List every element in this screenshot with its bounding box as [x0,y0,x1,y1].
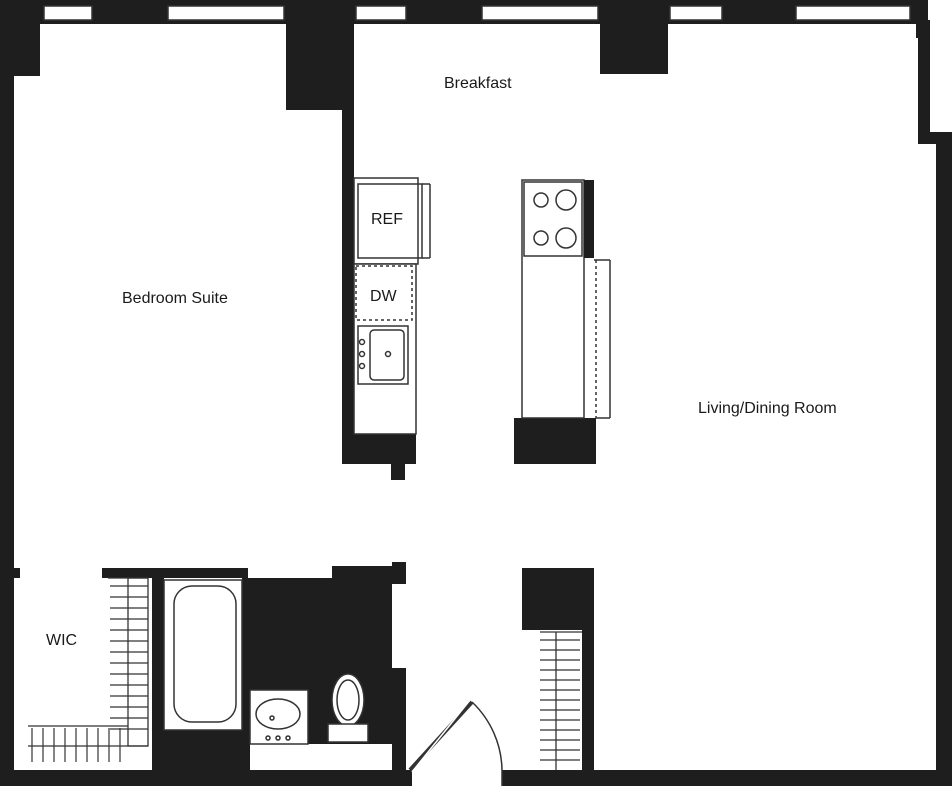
column [12,20,40,76]
room-label-living: Living/Dining Room [698,400,837,417]
bottom-wall [0,770,412,786]
entry-door [408,699,503,786]
window [355,5,407,21]
room-label-bedroom: Bedroom Suite [122,290,228,307]
column [286,20,354,110]
bath-wall [152,730,250,774]
partition-wall [342,108,354,464]
bath-wall [392,562,406,584]
window [669,5,723,21]
top-wall [12,0,928,24]
vanity [249,689,309,745]
bath-wall [152,568,248,578]
bath-wall [392,668,406,774]
window [43,5,93,21]
window [481,5,599,21]
hall-wall [582,630,594,774]
room-label-breakfast: Breakfast [444,75,512,92]
partition-wall [342,434,416,464]
sink [357,325,409,385]
left-wall [0,76,14,780]
closet-shelving [28,577,149,747]
window [795,5,911,21]
cooktop [523,181,583,257]
right-wall [918,20,930,140]
bath-wall [332,566,406,578]
kitchen-island [521,179,611,419]
bath-wall [102,568,152,578]
partition-wall [391,460,405,480]
fixture-label-dishwasher: DW [370,288,397,305]
left-wall [0,0,14,80]
right-wall [936,132,952,786]
bottom-wall [502,770,952,786]
bathtub [163,579,243,731]
closet-divider [14,568,20,578]
hall-closet-rod [540,639,580,761]
window [167,5,285,21]
hall-column [522,568,594,630]
hall-closet-shelving [540,631,582,770]
toilet [327,673,369,743]
kitchen-counter [353,177,431,435]
column [600,20,668,74]
closet-rod-vertical [110,585,148,730]
fixture-label-refrigerator: REF [371,211,403,228]
island-column [514,418,596,464]
room-label-closet: WIC [46,632,78,649]
closet-rod-horizontal [31,728,121,762]
bath-wall [152,578,164,770]
